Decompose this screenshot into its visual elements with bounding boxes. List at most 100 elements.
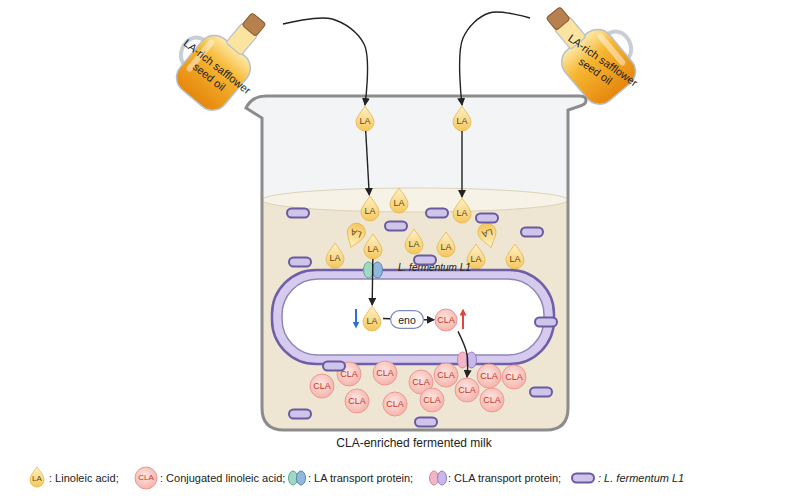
bottle-cork: [242, 13, 266, 37]
node-text: LA: [361, 315, 383, 327]
increase-arrow: [462, 312, 464, 329]
bacterium-capsule: [289, 410, 311, 419]
bacterium-capsule: [289, 258, 311, 267]
cla-circle: CLA: [454, 377, 480, 403]
linoleic-acid-drop: LA: [361, 305, 383, 331]
linoleic-acid-drop: LA: [451, 197, 473, 223]
linoleic-acid-drop: LA: [388, 187, 410, 213]
bacterium-capsule: [287, 209, 309, 218]
circle-shape: [345, 389, 369, 413]
linoleic-acid-drop: LA: [354, 105, 376, 131]
circle-shape: [420, 388, 444, 412]
legend-bacterium-swatch: [572, 474, 594, 483]
cla-circle: CLA: [344, 388, 370, 414]
cell-interior: [282, 279, 544, 355]
node-text: LA: [388, 197, 410, 209]
bacterium-capsule: [476, 214, 498, 223]
node-text: CLA: [336, 368, 362, 380]
cla-transport-protein: [458, 352, 468, 368]
node-text: CLA: [309, 380, 335, 392]
cla-circle: CLA: [372, 360, 398, 386]
legend-cla-protein-swatch: [438, 471, 447, 485]
node-text: LA: [451, 207, 473, 219]
bacterium-cell: L. fermentum L1LAenoCLA: [270, 260, 556, 368]
circle-shape: [435, 309, 457, 331]
bacterium-capsule: [521, 228, 543, 237]
linoleic-acid-drop: LA: [359, 195, 381, 221]
node-text: CLA-enriched fermented milk: [236, 436, 592, 450]
cla-circle: CLA: [382, 391, 408, 417]
node-text: CLA: [434, 314, 458, 326]
bacterium-capsule: [323, 362, 345, 371]
cla-circle: CLA: [309, 373, 335, 399]
circle-shape: [434, 363, 458, 387]
la-transport-protein: [364, 262, 374, 278]
beaker-glass: [246, 96, 586, 430]
legend-la-protein-swatch: [289, 471, 298, 485]
bacteria-group: [287, 209, 557, 427]
bacterium-capsule: [414, 256, 436, 265]
node-text: CLA: [419, 394, 445, 406]
beaker-outline: [246, 96, 586, 430]
arrow-connector: [460, 12, 530, 105]
circle-shape: [502, 365, 526, 389]
arrow-connector: [424, 319, 434, 321]
node-text: CLA: [408, 376, 434, 388]
arrow-connector: [458, 331, 468, 377]
decrease-arrow: [355, 309, 357, 325]
swatch-label: CLA: [131, 472, 161, 484]
enzyme-box: eno: [390, 310, 424, 329]
legend-text: : Linoleic acid;: [49, 471, 119, 485]
cla-circle: CLA: [434, 308, 458, 332]
node-text: CLA: [454, 384, 480, 396]
swatch-label: LA: [22, 473, 52, 485]
legend-text: : L. fermentum L1: [598, 471, 684, 485]
linoleic-acid-drop: LA: [451, 105, 473, 131]
circle-shape: [310, 374, 334, 398]
arrow-connector: [371, 259, 373, 305]
linoleic-acid-drop: LA: [324, 242, 346, 268]
arrow-connector: [383, 318, 390, 320]
legend-drop-swatch: [30, 467, 44, 487]
legend-text: : LA transport protein;: [308, 471, 413, 485]
bottle-cork: [546, 7, 570, 31]
enzyme-shape: [391, 311, 424, 329]
circle-shape: [337, 362, 361, 386]
circle-shape: [455, 378, 479, 402]
la-transport-protein: [373, 262, 383, 278]
cla-circle: CLA: [419, 387, 445, 413]
bacterium-capsule: [385, 222, 407, 231]
milk-liquid: [262, 200, 568, 430]
cla-circle: CLA: [501, 364, 527, 390]
bacterium-capsule: [535, 318, 557, 327]
node-text: LA: [362, 243, 384, 255]
cla-circle: CLA: [476, 363, 502, 389]
node-text: CLA: [344, 395, 370, 407]
arrow-connector: [461, 131, 462, 197]
cla-circle: CLA: [336, 361, 362, 387]
legend-circle-swatch: [135, 467, 157, 489]
node-text: LA: [359, 205, 381, 217]
node-text: LA: [344, 224, 369, 243]
bacterium-capsule: [426, 209, 448, 218]
arrow-connector: [366, 131, 370, 195]
legend-la-protein-swatch: [297, 471, 306, 485]
node-text: LA: [435, 241, 457, 253]
circle-shape: [480, 388, 504, 412]
arrow-connector: [283, 18, 368, 105]
node-text: LA: [403, 238, 425, 250]
node-text: LA: [354, 115, 376, 127]
circle-shape: [373, 361, 397, 385]
legend-text: : CLA transport protein;: [448, 471, 561, 485]
legend-cla-protein-swatch: [430, 471, 439, 485]
cla-circle: CLA: [479, 387, 505, 413]
node-text: LA: [324, 252, 346, 264]
node-text: CLA: [476, 370, 502, 382]
cla-transport-protein: [467, 352, 477, 368]
milk-surface: [262, 188, 568, 212]
